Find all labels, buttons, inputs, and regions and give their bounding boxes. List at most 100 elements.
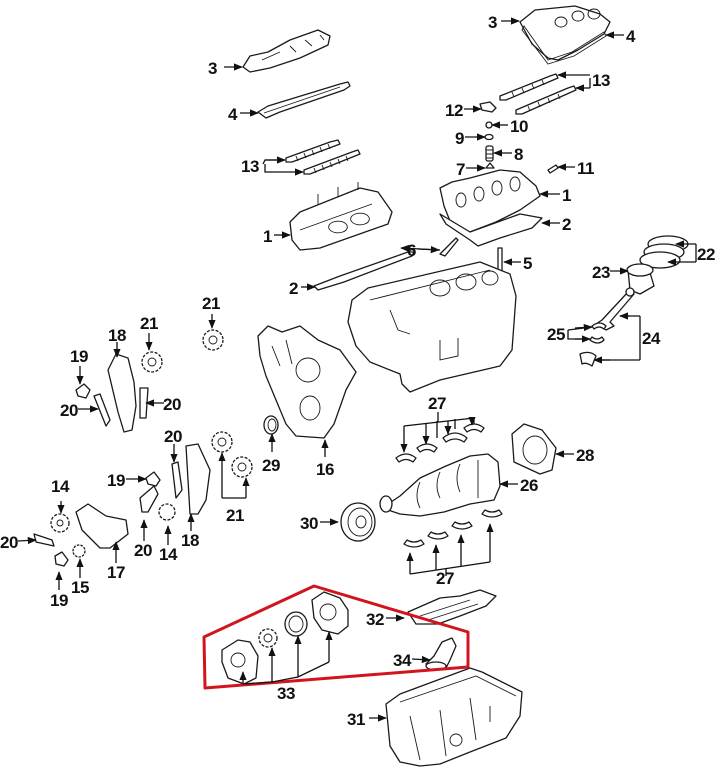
- callout-1-right-head[interactable]: 1: [562, 186, 572, 205]
- callout-28-rear-seal-housing[interactable]: 28: [576, 446, 594, 465]
- part-main-bearings-lower[interactable]: [403, 509, 503, 548]
- callout-14-lower-mid-sprocket[interactable]: 14: [159, 545, 178, 564]
- callout-13-left-camshafts[interactable]: 13: [241, 157, 259, 176]
- part-chain-guide-lower[interactable]: [33, 533, 55, 547]
- part-chain-guide-upper-left[interactable]: [93, 393, 111, 427]
- callout-23-piston[interactable]: 23: [592, 263, 610, 282]
- part-valve-retainer[interactable]: [484, 133, 494, 141]
- part-oil-pump-rotor-outer[interactable]: [284, 611, 308, 637]
- part-valve-spring[interactable]: [485, 145, 494, 162]
- callout-2-left-head-gasket[interactable]: 2: [289, 279, 299, 298]
- part-camshafts-left[interactable]: [285, 139, 361, 175]
- part-lash-adjuster[interactable]: [547, 164, 559, 174]
- part-harmonic-balancer[interactable]: [340, 502, 376, 542]
- part-chain-guide-upper-right[interactable]: [139, 387, 149, 419]
- part-oil-pan-baffle[interactable]: [407, 589, 497, 625]
- part-cam-sprocket-mid-a[interactable]: [211, 431, 233, 453]
- callout-24-connecting-rod[interactable]: 24: [642, 329, 661, 348]
- callout-33-oil-pump[interactable]: 33: [277, 684, 295, 703]
- callout-11-lash-adjuster[interactable]: 11: [577, 159, 595, 178]
- callout-18-mid-chain[interactable]: 18: [181, 531, 199, 550]
- callout-19-lower-tensioner[interactable]: 19: [50, 591, 68, 610]
- part-crankshaft[interactable]: [379, 453, 501, 517]
- part-tensioner-upper[interactable]: [75, 383, 91, 399]
- callout-12-rocker-arm[interactable]: 12: [445, 101, 463, 120]
- callout-30-balancer[interactable]: 30: [300, 514, 318, 533]
- part-valve-cover-gasket-left[interactable]: [257, 81, 351, 119]
- part-timing-chain-lower[interactable]: [75, 503, 129, 549]
- callout-21-mid-sprockets[interactable]: 21: [226, 506, 244, 525]
- part-piston-rings[interactable]: [639, 235, 689, 269]
- part-crank-sprocket[interactable]: [72, 544, 86, 558]
- part-rod-bearings[interactable]: [579, 322, 607, 367]
- part-oil-pickup-tube[interactable]: [425, 637, 457, 671]
- part-idler-sprocket[interactable]: [50, 513, 70, 533]
- callout-32-oil-pan-baffle[interactable]: 32: [366, 610, 384, 629]
- callout-19-mid-tensioner[interactable]: 19: [107, 471, 125, 490]
- part-chain-guide-mid-lower[interactable]: [139, 485, 159, 513]
- callout-2-right-head-gasket[interactable]: 2: [562, 215, 572, 234]
- part-rear-seal-housing[interactable]: [511, 423, 557, 475]
- callout-7-valve-seal[interactable]: 7: [456, 160, 466, 179]
- callout-20-upper-guide-left[interactable]: 20: [60, 401, 78, 420]
- part-chain-guide-mid[interactable]: [171, 461, 183, 499]
- callout-10-valve-keeper[interactable]: 10: [510, 117, 528, 136]
- callout-19-upper-tensioner[interactable]: 19: [70, 347, 88, 366]
- callout-9-valve-retainer[interactable]: 9: [455, 129, 465, 148]
- part-oil-pump-housing[interactable]: [311, 591, 349, 635]
- callout-3-right-valve-cover[interactable]: 3: [488, 13, 498, 32]
- callout-21-upper-sprocket[interactable]: 21: [140, 314, 158, 333]
- callout-21-sprocket-center[interactable]: 21: [202, 294, 220, 313]
- part-valve-seal[interactable]: [485, 162, 495, 169]
- callout-27-main-bearings-upper[interactable]: 27: [428, 394, 446, 413]
- callout-18-upper-chain[interactable]: 18: [108, 326, 126, 345]
- part-oil-pan[interactable]: [385, 667, 523, 767]
- part-valve-keeper[interactable]: [485, 121, 493, 129]
- part-cylinder-head-right[interactable]: [439, 169, 543, 247]
- callout-4-left-gasket[interactable]: 4: [228, 105, 239, 124]
- part-cam-sprocket-upper-center[interactable]: [202, 329, 224, 351]
- callout-16-timing-cover[interactable]: 16: [316, 460, 334, 479]
- callout-26-crankshaft[interactable]: 26: [520, 476, 538, 495]
- part-valve-intake[interactable]: [439, 237, 459, 257]
- callout-34-oil-pickup[interactable]: 34: [393, 651, 412, 670]
- callout-15-crank-sprocket[interactable]: 15: [71, 578, 89, 597]
- part-cam-sprocket-mid-b[interactable]: [231, 456, 253, 478]
- callout-29-front-seal[interactable]: 29: [262, 456, 280, 475]
- callout-4-right-gasket[interactable]: 4: [626, 27, 637, 46]
- part-oil-pump-cover[interactable]: [221, 639, 259, 685]
- part-valve-cover-right[interactable]: [519, 5, 611, 65]
- callout-25-rod-bearings[interactable]: 25: [547, 325, 565, 344]
- part-main-bearings-upper[interactable]: [395, 423, 485, 463]
- part-timing-chain-upper[interactable]: [107, 353, 137, 433]
- part-engine-block[interactable]: [347, 261, 517, 393]
- part-tensioner-lower[interactable]: [54, 551, 69, 567]
- part-rocker-arm[interactable]: [479, 101, 497, 113]
- callout-20-lower-guide[interactable]: 20: [0, 533, 18, 552]
- callout-5-exhaust-valve[interactable]: 5: [523, 254, 533, 273]
- callout-20-lower-mid-guide[interactable]: 20: [134, 541, 152, 560]
- callout-1-left-head[interactable]: 1: [263, 227, 273, 246]
- part-crank-sprocket-mid[interactable]: [158, 503, 176, 521]
- callout-27-main-bearings-lower[interactable]: 27: [436, 569, 454, 588]
- part-camshafts-right[interactable]: [499, 73, 577, 115]
- callout-31-oil-pan[interactable]: 31: [347, 710, 365, 729]
- part-tensioner-mid[interactable]: [145, 471, 161, 487]
- callout-22-piston-rings[interactable]: 22: [697, 245, 715, 264]
- callout-17-lower-chain[interactable]: 17: [107, 563, 125, 582]
- callout-8-valve-spring[interactable]: 8: [514, 145, 524, 164]
- part-oil-pump-rotor-inner[interactable]: [258, 628, 278, 648]
- callout-14-idler-sprocket[interactable]: 14: [51, 477, 70, 496]
- callout-20-mid-guide[interactable]: 20: [164, 427, 182, 446]
- callout-3-left-valve-cover[interactable]: 3: [208, 59, 218, 78]
- callout-13-right-camshafts[interactable]: 13: [592, 71, 610, 90]
- part-cam-sprocket-upper[interactable]: [141, 351, 163, 373]
- callout-20-upper-guide-right[interactable]: 20: [163, 395, 181, 414]
- part-front-seal[interactable]: [263, 415, 279, 435]
- part-head-gasket-left[interactable]: [313, 251, 415, 291]
- part-timing-chain-mid[interactable]: [185, 443, 211, 515]
- part-cylinder-head-left[interactable]: [289, 182, 393, 251]
- part-valve-cover-left[interactable]: [242, 29, 331, 73]
- part-timing-cover[interactable]: [257, 325, 357, 439]
- callout-6-intake-valve[interactable]: 6: [407, 241, 417, 260]
